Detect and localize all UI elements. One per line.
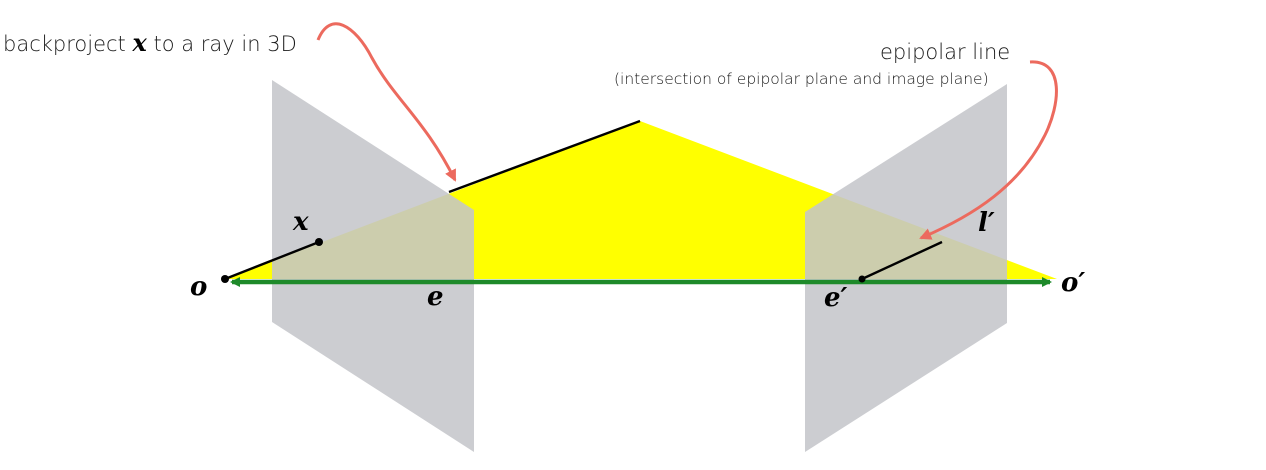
ray-o-to-x: [224, 240, 320, 281]
image-point-x: [315, 238, 323, 246]
epipolar-line-arrow: [919, 60, 1058, 240]
left-image-plane: [272, 80, 474, 452]
label-epipole-right: e′: [824, 283, 848, 313]
backproject-caption-symbol: x: [132, 28, 147, 57]
label-epipolar-line-right: l′: [978, 208, 995, 238]
label-camera-center-left: o: [190, 272, 208, 302]
backproject-caption: backproject x to a ray in 3D: [3, 28, 297, 57]
backproject-arrow: [316, 22, 457, 182]
backprojected-ray: [448, 119, 641, 194]
epipolar-line-title: epipolar line: [880, 40, 1011, 64]
right-image-plane: [805, 84, 1007, 452]
camera-center-left: [221, 275, 229, 283]
epipolar-line-subtitle: (intersection of epipolar plane and imag…: [614, 70, 989, 88]
epipole-right-point: [858, 275, 866, 283]
backproject-caption-after: to a ray in 3D: [153, 32, 297, 56]
label-camera-center-right: o′: [1061, 268, 1086, 298]
label-image-point-x: x: [293, 207, 309, 237]
label-epipole-left: e: [427, 282, 444, 312]
backproject-caption-before: backproject: [3, 32, 126, 56]
right-epipolar-line: [861, 240, 943, 281]
